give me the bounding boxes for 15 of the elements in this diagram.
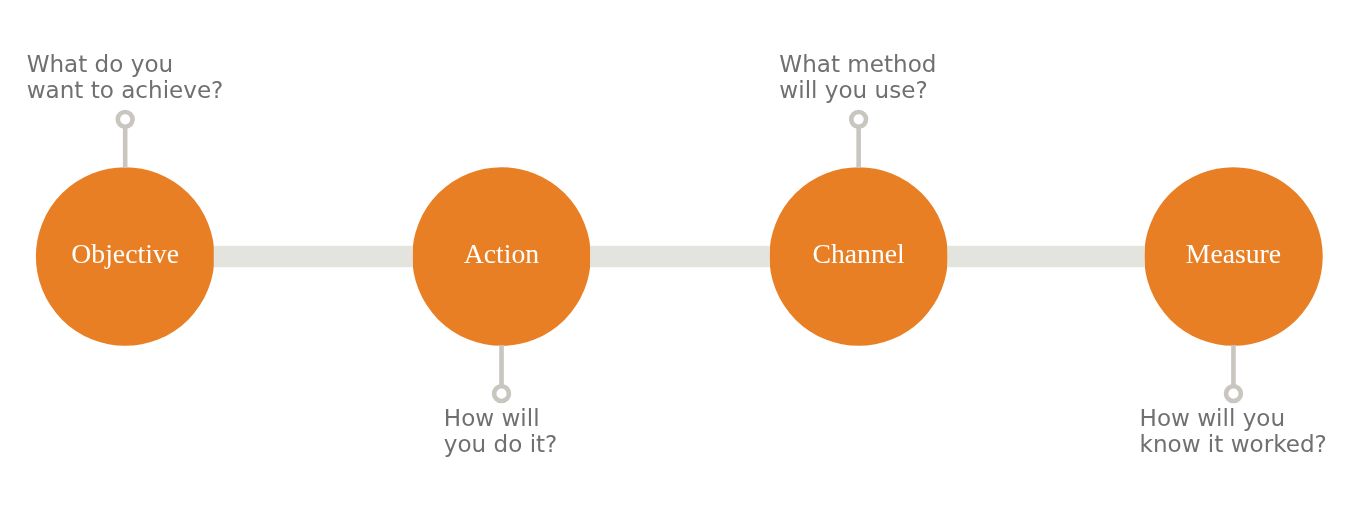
connector <box>848 109 869 168</box>
node-circle: Action <box>412 167 591 346</box>
node-text: What do you want to achieve? <box>26 50 224 103</box>
node-circle: Objective <box>35 167 215 346</box>
connector <box>115 109 135 168</box>
node-text: What method will you use? <box>779 50 937 103</box>
connector <box>947 245 1145 268</box>
connector <box>213 245 413 268</box>
node-circle: Channel <box>769 167 948 346</box>
connector <box>590 245 770 268</box>
node-text: How will you know it worked? <box>1139 404 1327 457</box>
connector <box>1223 345 1244 404</box>
node-text: How will you do it? <box>443 404 558 457</box>
node-circle: Measure <box>1144 167 1323 346</box>
connector <box>491 345 512 404</box>
